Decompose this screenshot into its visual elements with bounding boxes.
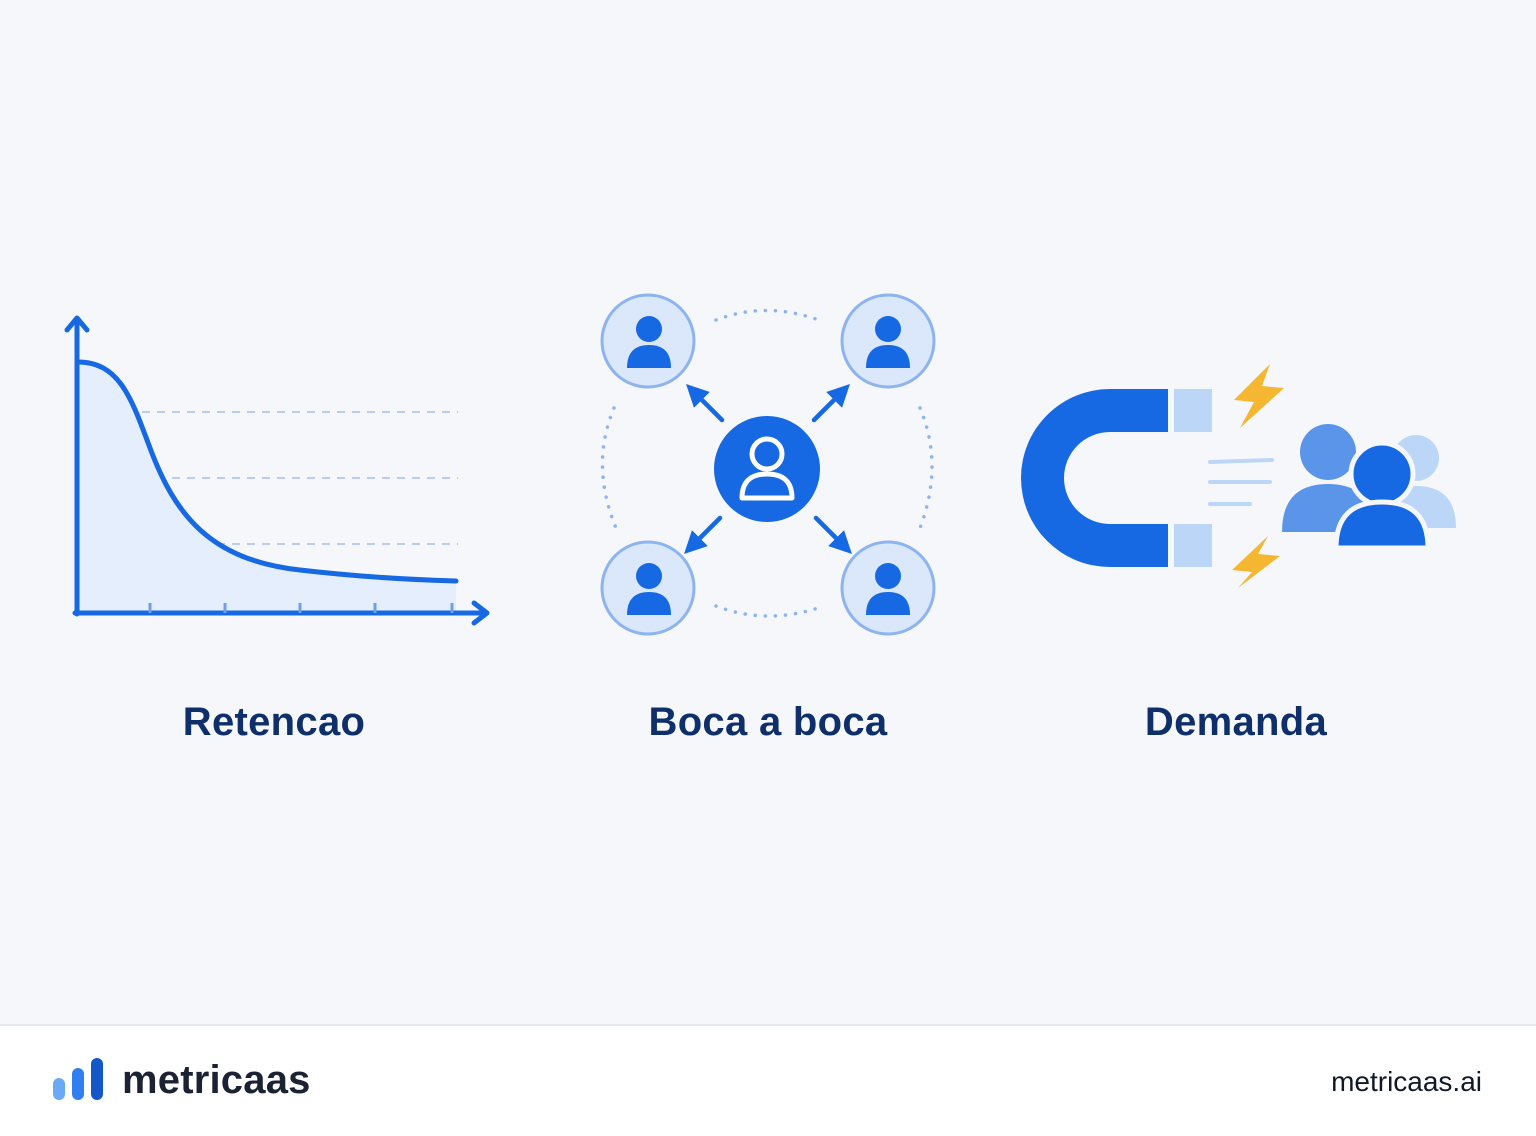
label-word-of-mouth: Boca a boca (648, 700, 888, 744)
arrows (684, 384, 852, 554)
y-axis-arrow (64, 315, 90, 333)
center-user-icon (714, 416, 820, 522)
user-icon-bottom-left (600, 540, 696, 636)
lightning-bolt-icon (1234, 364, 1284, 428)
dotted-connections (600, 308, 934, 618)
magnet-tip-top (1174, 389, 1212, 432)
lightning-bolt-icon (1232, 536, 1280, 588)
magnet-tip-bottom (1174, 524, 1212, 567)
footer: metricaas metricaas.ai (0, 1024, 1536, 1136)
retention-curve-icon (64, 315, 490, 626)
illustration (64, 293, 1456, 636)
referral-network-icon (600, 293, 936, 636)
website-link[interactable]: metricaas.ai (1331, 1066, 1482, 1097)
label-retention: Retencao (182, 700, 366, 744)
magnet-icon (1021, 389, 1168, 567)
people-group-icon (1282, 424, 1456, 551)
retention-line (75, 359, 459, 584)
motion-lines (1208, 458, 1274, 506)
bar-chart-logo-icon (53, 1058, 103, 1100)
brand-logo: metricaas (52, 1058, 311, 1102)
user-icon-bottom-right (840, 540, 936, 636)
user-icon-top-left (600, 293, 696, 389)
label-demand: Demanda (1144, 700, 1328, 744)
brand-name: metricaas (122, 1057, 311, 1102)
x-axis-ticks (148, 603, 454, 613)
retention-area (78, 362, 456, 612)
user-icon-top-right (840, 293, 936, 389)
x-axis-arrow (471, 600, 490, 626)
magnet-attracting-people-icon (1021, 364, 1456, 588)
